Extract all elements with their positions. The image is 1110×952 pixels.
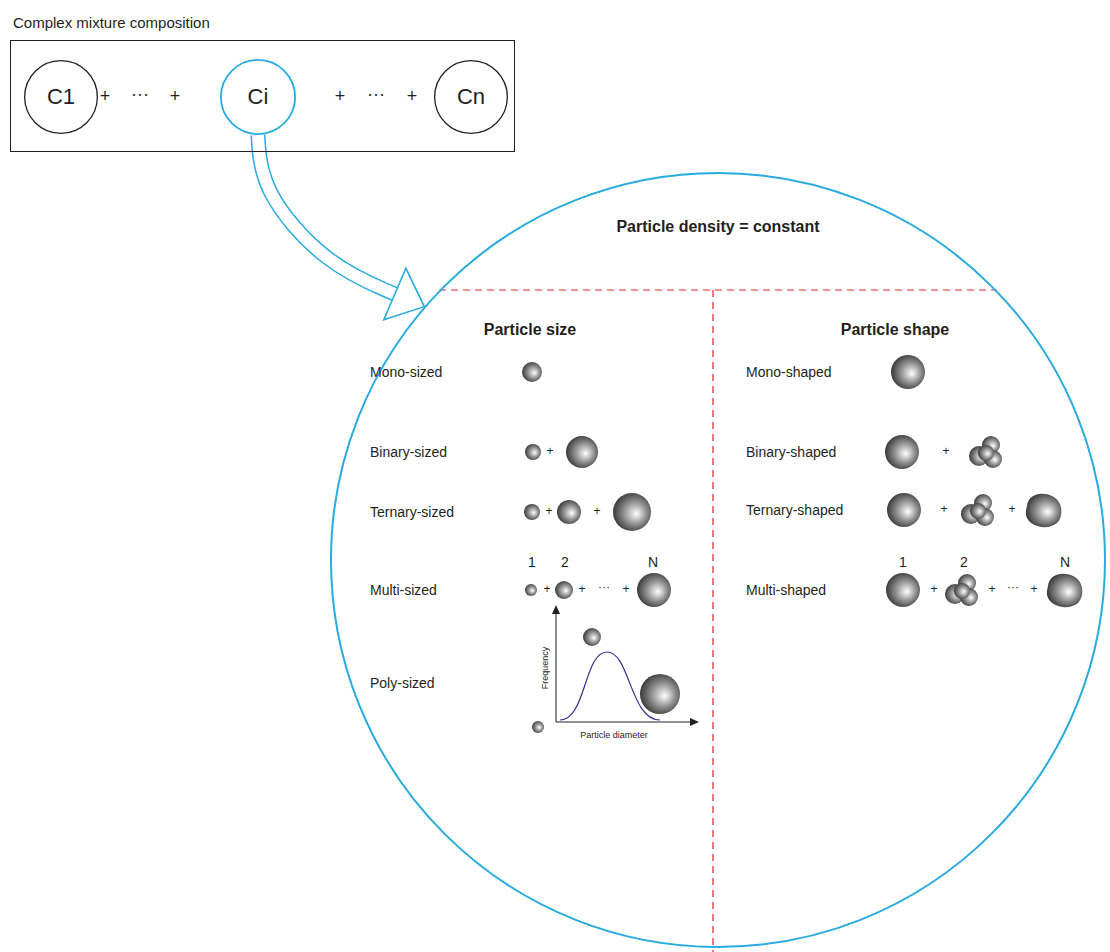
axis-label: Frequency — [540, 647, 550, 690]
component-circle: Ci — [220, 59, 296, 135]
drawing-part — [887, 493, 921, 527]
drawing-part — [557, 500, 581, 524]
plus-sign: + — [942, 445, 949, 459]
ellipsis: ··· — [598, 581, 610, 595]
plus-sign: + — [545, 505, 552, 519]
plus-sign: + — [407, 86, 418, 107]
drawing-part — [969, 436, 1002, 468]
drawing-part — [556, 612, 557, 722]
drawing-part — [532, 721, 544, 733]
component-circle: C1 — [24, 60, 98, 134]
row-label: Ternary-sized — [370, 504, 454, 520]
plus-sign: + — [930, 583, 937, 597]
row-label: Poly-sized — [370, 675, 435, 691]
column-heading: Particle size — [484, 321, 577, 339]
component-circle: Cn — [434, 60, 508, 134]
index-number: N — [1060, 554, 1070, 570]
plus-sign: + — [578, 583, 585, 597]
size-distribution-plot — [532, 605, 699, 733]
component-label: Ci — [248, 84, 269, 109]
plus-sign: + — [593, 505, 600, 519]
arrow-shaft — [258, 135, 395, 294]
plus-sign: + — [100, 86, 111, 107]
node-outline — [25, 61, 98, 134]
ellipsis: ··· — [1007, 581, 1019, 595]
region-title: Particle density = constant — [616, 218, 819, 236]
row-label: Multi-sized — [370, 582, 437, 598]
drawing-part — [583, 628, 601, 646]
plus-sign: + — [546, 445, 553, 459]
drawing-part — [891, 355, 925, 389]
divider-line — [712, 290, 713, 952]
drawing-part — [886, 573, 920, 607]
index-number: 2 — [561, 554, 569, 570]
drawing-part — [640, 674, 680, 714]
index-number: 1 — [899, 554, 907, 570]
drawing-part — [525, 444, 541, 460]
drawing-part — [555, 581, 573, 599]
drawing-part — [566, 436, 598, 468]
index-number: N — [648, 554, 658, 570]
plus-sign: + — [622, 583, 629, 597]
drawing-part — [525, 584, 537, 596]
node-outline — [330, 172, 1106, 948]
node-outline — [221, 60, 295, 134]
drawing-part — [961, 494, 994, 526]
shape-particles — [885, 355, 1082, 607]
plus-sign: + — [1008, 503, 1015, 517]
drawing-part — [690, 718, 699, 726]
drawing-part — [885, 435, 919, 469]
row-label: Binary-sized — [370, 444, 447, 460]
row-label: Mono-sized — [370, 364, 442, 380]
drawing-part — [637, 573, 671, 607]
row-label: Binary-shaped — [746, 444, 836, 460]
plus-sign: + — [170, 86, 181, 107]
row-label: Ternary-shaped — [746, 502, 843, 518]
row-label: Multi-shaped — [746, 582, 826, 598]
plus-sign: + — [940, 503, 947, 517]
ellipsis: ··· — [131, 84, 149, 105]
arrow-head — [384, 268, 424, 319]
drawing-part — [556, 722, 692, 723]
node-outline — [435, 61, 508, 134]
plus-sign: + — [1030, 583, 1037, 597]
drawing-part — [524, 504, 540, 520]
drawing-part — [613, 493, 651, 531]
box-heading: Complex mixture composition — [13, 14, 210, 31]
drawing-part — [1047, 574, 1083, 607]
index-number: 1 — [528, 554, 536, 570]
column-heading: Particle shape — [841, 321, 950, 339]
drawing-part — [1026, 494, 1062, 527]
drawing-part — [945, 574, 978, 606]
composition-box: Complex mixture compositionC1CiCn — [10, 40, 515, 152]
node-outline — [331, 173, 1105, 947]
drawing-part — [552, 605, 560, 614]
component-label: Cn — [457, 84, 485, 109]
component-label: C1 — [47, 84, 75, 109]
arrow-shaft — [258, 135, 395, 294]
axis-label: Particle diameter — [580, 730, 648, 740]
plus-sign: + — [543, 583, 550, 597]
plus-sign: + — [988, 583, 995, 597]
divider-line — [439, 289, 997, 290]
ellipsis: ··· — [367, 84, 385, 105]
index-number: 2 — [960, 554, 968, 570]
size-spheres — [522, 362, 671, 607]
drawing-part — [522, 362, 542, 382]
plus-sign: + — [335, 86, 346, 107]
zoom-arrow — [258, 135, 424, 320]
row-label: Mono-shaped — [746, 364, 832, 380]
zoom-circle: Particle density = constant — [330, 172, 1106, 948]
